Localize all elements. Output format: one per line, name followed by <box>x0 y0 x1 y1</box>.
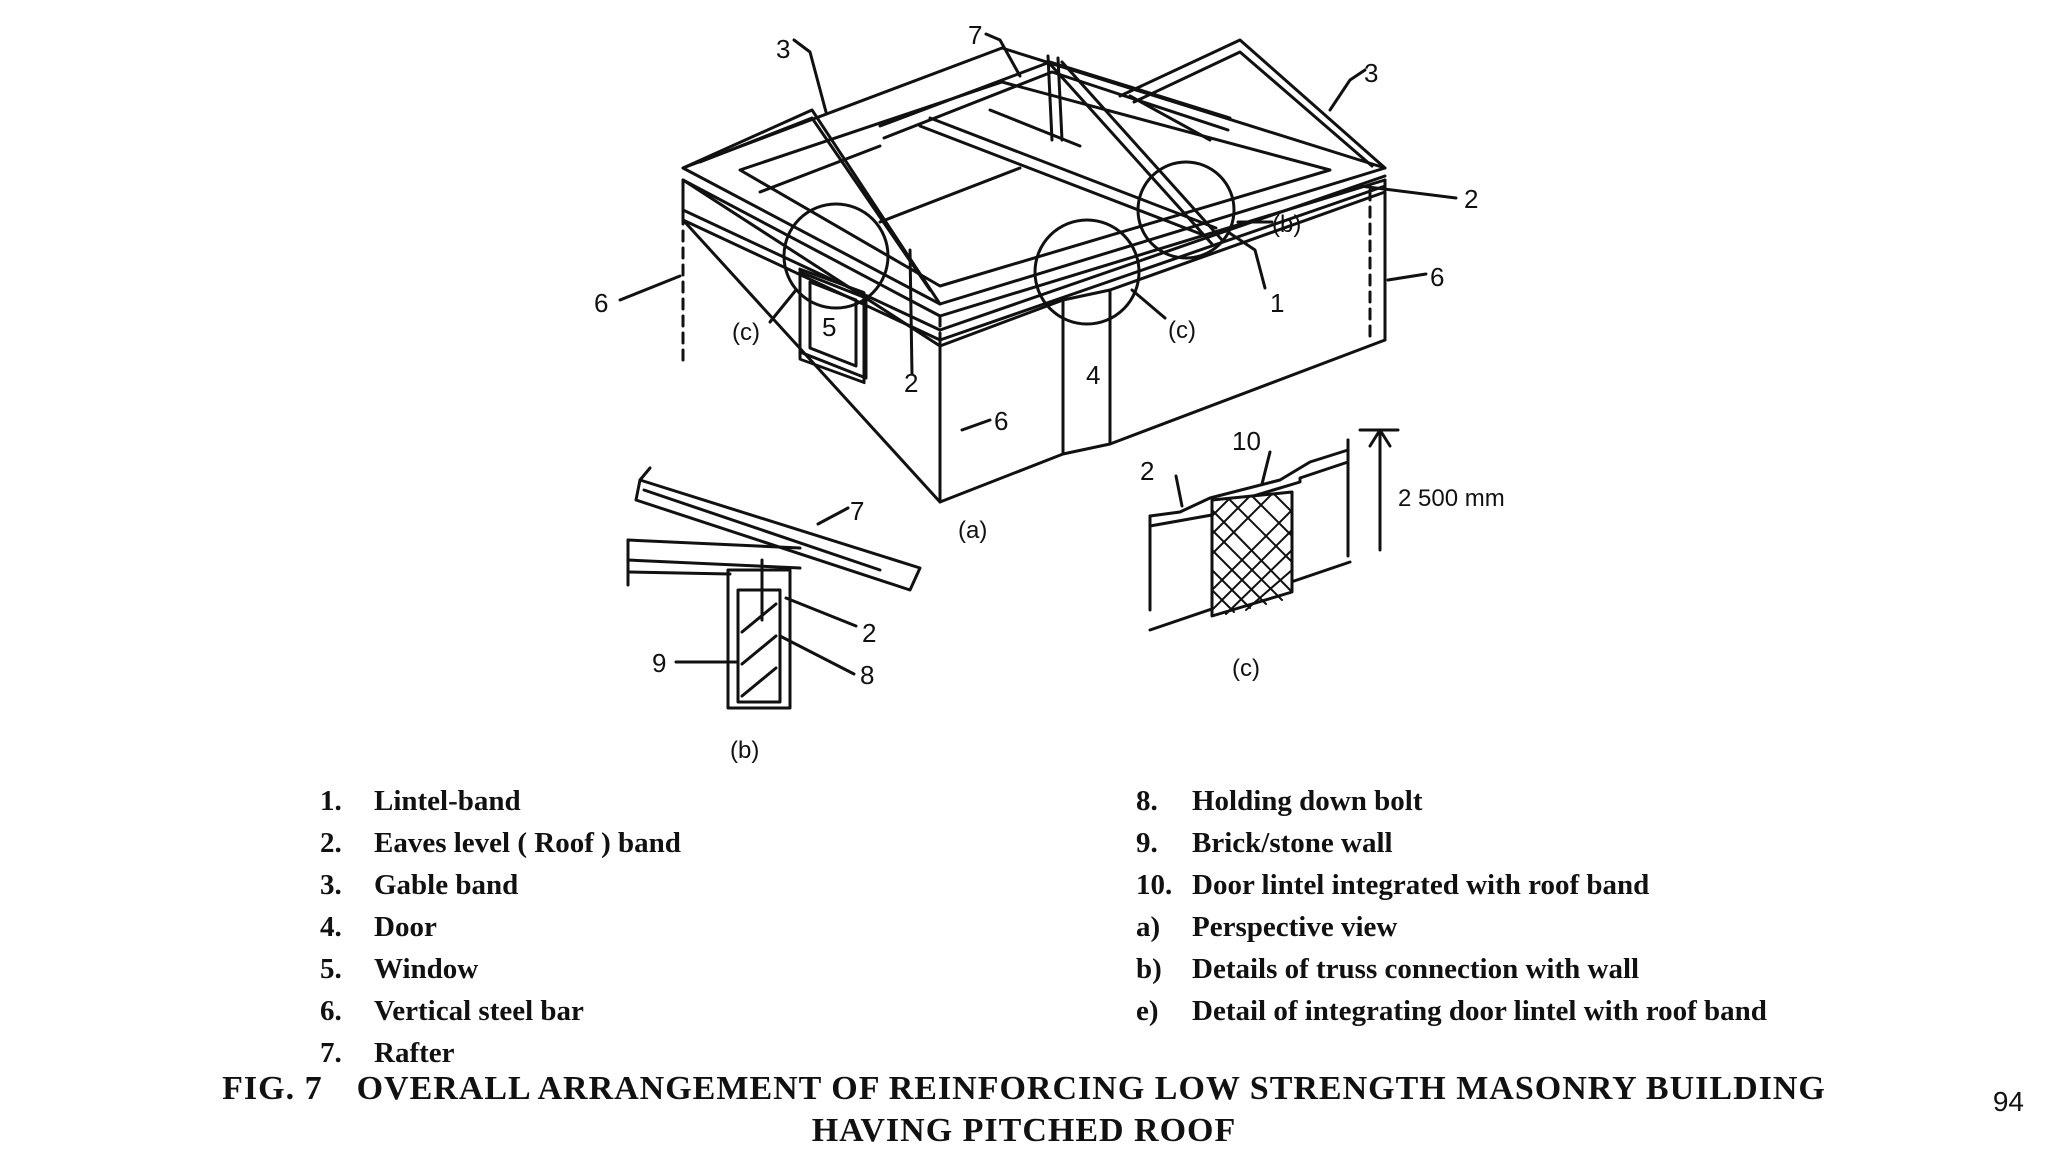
caption-line-1: FIG. 7 OVERALL ARRANGEMENT OF REINFORCING… <box>0 1068 2048 1110</box>
legend-text: Eaves level ( Roof ) band <box>374 827 681 859</box>
legend-item: 3. Gable band <box>320 864 681 906</box>
legend-item: 6. Vertical steel bar <box>320 990 681 1032</box>
legend-text: Detail of integrating door lintel with r… <box>1192 995 1767 1027</box>
legend-number: a) <box>1136 911 1161 943</box>
figure-caption: FIG. 7 OVERALL ARRANGEMENT OF REINFORCING… <box>0 1068 2048 1152</box>
ridge <box>878 60 1232 128</box>
legend-number: e) <box>1136 995 1159 1027</box>
truss-connection-detail <box>626 466 922 710</box>
callout-2-right: 2 <box>1464 184 1478 214</box>
rafter-section <box>634 478 922 592</box>
legend-text: Perspective view <box>1192 911 1398 943</box>
callout-4: 4 <box>1086 360 1100 390</box>
legend-item: 9. Brick/stone wall <box>1136 822 1767 864</box>
legend-number: 10. <box>1136 869 1173 901</box>
legend-text: Door <box>374 911 437 943</box>
legend-item: 8. Holding down bolt <box>1136 780 1767 822</box>
callout-1: 1 <box>1270 288 1284 318</box>
detail-circle-c-left <box>782 202 890 310</box>
legend-text: Holding down bolt <box>1192 785 1423 817</box>
detail-circle-b <box>1136 160 1236 260</box>
legend-item: 1. Lintel-band <box>320 780 681 822</box>
callout-circle-c-right: (c) <box>1168 317 1196 344</box>
callout-labels: 3 7 3 2 (b) 1 6 6 (c) 5 2 (c) 4 6 (a) 7 … <box>594 20 1505 764</box>
legend-item: 4. Door <box>320 906 681 948</box>
legend-number: 2. <box>320 827 342 859</box>
view-label-a: (a) <box>958 517 987 544</box>
dimension-label: 2 500 mm <box>1398 485 1505 512</box>
legend-item: a) Perspective view <box>1136 906 1767 948</box>
legend-item: 7. Rafter <box>320 1032 681 1074</box>
legend-text: Lintel-band <box>374 785 521 817</box>
door-wall-left <box>938 298 1065 504</box>
legend-text: Door lintel integrated with roof band <box>1192 869 1650 901</box>
page-number: 94 <box>1992 1086 2024 1117</box>
legend-number: 9. <box>1136 827 1158 859</box>
caption-title: OVERALL ARRANGEMENT OF REINFORCING LOW S… <box>356 1070 1826 1107</box>
callout-circle-c-left: (c) <box>732 319 760 346</box>
callout-2-c-detail: 2 <box>1140 456 1154 486</box>
lintel-band <box>681 174 1387 332</box>
legend-text: Gable band <box>374 869 519 901</box>
callout-10: 10 <box>1232 426 1261 456</box>
detail-circle-c-right <box>1033 218 1141 326</box>
legend-text: Rafter <box>374 1037 455 1069</box>
callout-9: 9 <box>652 648 666 678</box>
legend-text: Vertical steel bar <box>374 995 584 1027</box>
legend-text: Brick/stone wall <box>1192 827 1393 859</box>
door-opening <box>1061 288 1112 456</box>
callout-6-bottom: 6 <box>994 406 1008 436</box>
callout-3-left: 3 <box>776 34 790 64</box>
legend-number: 5. <box>320 953 342 985</box>
caption-line-2: HAVING PITCHED ROOF <box>811 1112 1237 1149</box>
callout-6-right: 6 <box>1430 262 1444 292</box>
callout-7: 7 <box>968 20 982 50</box>
legend-number: 8. <box>1136 785 1158 817</box>
figure-number: FIG. 7 <box>222 1070 323 1107</box>
legend-number: 4. <box>320 911 342 943</box>
legend-number: 1. <box>320 785 342 817</box>
legend-item: 10. Door lintel integrated with roof band <box>1136 864 1767 906</box>
callout-5: 5 <box>822 312 836 342</box>
callout-8: 8 <box>860 660 874 690</box>
callout-circle-b: (b) <box>1272 211 1301 238</box>
legend-text: Details of truss connection with wall <box>1192 953 1640 985</box>
callout-2-center: 2 <box>904 368 918 398</box>
perspective-view <box>618 32 1458 504</box>
legend-right: 8. Holding down bolt 9. Brick/stone wall 1… <box>1136 780 1767 1032</box>
legend-item: b) Details of truss connection with wall <box>1136 948 1767 990</box>
legend-number: 6. <box>320 995 342 1027</box>
legend-number: 7. <box>320 1037 342 1069</box>
view-label-c: (c) <box>1232 655 1260 682</box>
view-label-b: (b) <box>730 737 759 764</box>
door-lintel-detail <box>1148 428 1400 632</box>
legend-item: e) Detail of integrating door lintel with… <box>1136 990 1767 1032</box>
legend-text: Window <box>374 953 479 985</box>
rafter <box>1046 54 1054 142</box>
legend-number: b) <box>1136 953 1162 985</box>
callout-2-detail: 2 <box>862 618 876 648</box>
right-wall <box>1108 190 1387 446</box>
callout-7-detail: 7 <box>850 496 864 526</box>
legend-item: 2. Eaves level ( Roof ) band <box>320 822 681 864</box>
brick-wall-section <box>726 568 792 710</box>
roof-top <box>738 80 1332 288</box>
callout-3-right: 3 <box>1364 58 1378 88</box>
gable-band-left <box>681 108 942 306</box>
legend-left: 1. Lintel-band 2. Eaves level ( Roof ) ban… <box>320 780 681 1074</box>
callout-6-left: 6 <box>594 288 608 318</box>
legend-number: 3. <box>320 869 342 901</box>
gable-band-right <box>1118 38 1387 170</box>
legend-item: 5. Window <box>320 948 681 990</box>
